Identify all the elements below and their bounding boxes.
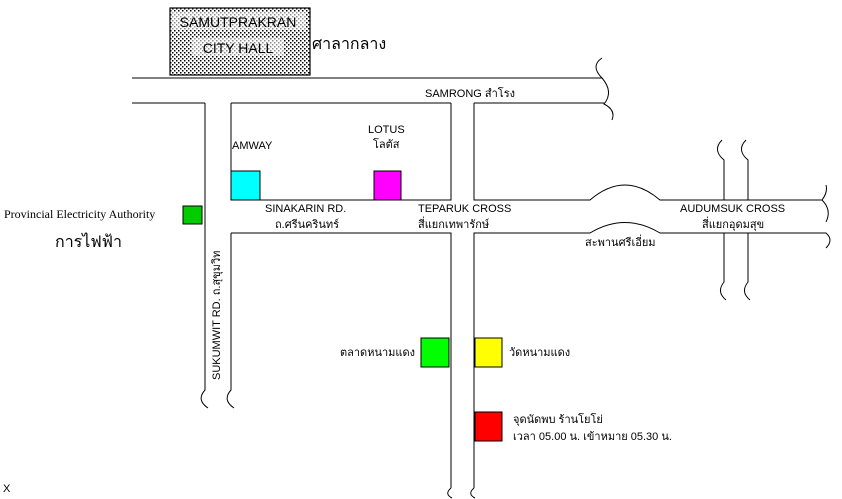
- samrong-road-label: SAMRONG สำโรง: [425, 86, 515, 100]
- bridge-label: สะพานศรีเอี่ยม: [585, 234, 656, 249]
- pea-square: [182, 205, 203, 225]
- amway-marker: AMWAY: [230, 140, 273, 201]
- lotus-label-en: LOTUS: [368, 124, 405, 136]
- lotus-square: [373, 170, 402, 201]
- pea-label-en: Provincial Electricity Authority: [4, 207, 155, 221]
- audumsuk-cross-label-th: สี่แยกอุดมสุข: [702, 216, 764, 231]
- temple-square: [474, 337, 503, 368]
- market-square: [420, 337, 450, 368]
- sukumwit-road-label: SUKUMWIT RD. ถ.สุขุมวิท: [211, 251, 223, 380]
- amway-square: [230, 170, 261, 201]
- pea-marker: Provincial Electricity Authority การไฟฟ้…: [4, 205, 203, 251]
- lotus-marker: LOTUS โลตัส: [368, 124, 405, 201]
- teparuk-cross-label-en: TEPARUK CROSS: [418, 203, 511, 215]
- city-hall-name-line1: SAMUTPRAKRAN: [180, 14, 297, 30]
- sinakarin-road-label-en: SINAKARIN RD.: [265, 203, 346, 215]
- sinakarin-road-label-th: ถ.ศรีนครินทร์: [275, 218, 339, 231]
- market-marker: ตลาดหนามแดง: [340, 337, 450, 368]
- meeting-point-square: [474, 411, 503, 442]
- city-hall-thai-label: ศาลากลาง: [312, 36, 386, 53]
- sinakarin-road: SINAKARIN RD. ถ.ศรีนครินทร์ TEPARUK CROS…: [231, 103, 831, 488]
- teparuk-cross-label-th: สี่แยกเทพารักษ์: [418, 216, 490, 231]
- corner-x-mark: X: [3, 483, 11, 495]
- amway-label: AMWAY: [232, 140, 273, 152]
- meeting-point-label-2: เวลา 05.00 น. เข้าหมาย 05.30 น.: [513, 431, 672, 443]
- meeting-point-label-1: จุดนัดพบ ร้านโยโย่: [513, 412, 603, 426]
- city-hall-name-line2: CITY HALL: [203, 40, 274, 56]
- audumsuk-road: AUDUMSUK CROSS สี่แยกอุดมสุข: [680, 139, 785, 301]
- meeting-point-marker: จุดนัดพบ ร้านโยโย่ เวลา 05.00 น. เข้าหมา…: [474, 411, 672, 443]
- pea-label-th: การไฟฟ้า: [55, 232, 122, 251]
- market-label: ตลาดหนามแดง: [340, 347, 415, 359]
- samrong-road: SAMRONG สำโรง: [132, 57, 614, 121]
- sukumwit-road: SUKUMWIT RD. ถ.สุขุมวิท: [200, 103, 235, 409]
- lotus-label-th: โลตัส: [373, 137, 400, 151]
- temple-marker: วัดหนามแดง: [474, 337, 570, 368]
- audumsuk-cross-label-en: AUDUMSUK CROSS: [680, 203, 785, 215]
- temple-label: วัดหนามแดง: [509, 347, 570, 359]
- city-hall: SAMUTPRAKRAN CITY HALL ศาลากลาง: [169, 7, 386, 76]
